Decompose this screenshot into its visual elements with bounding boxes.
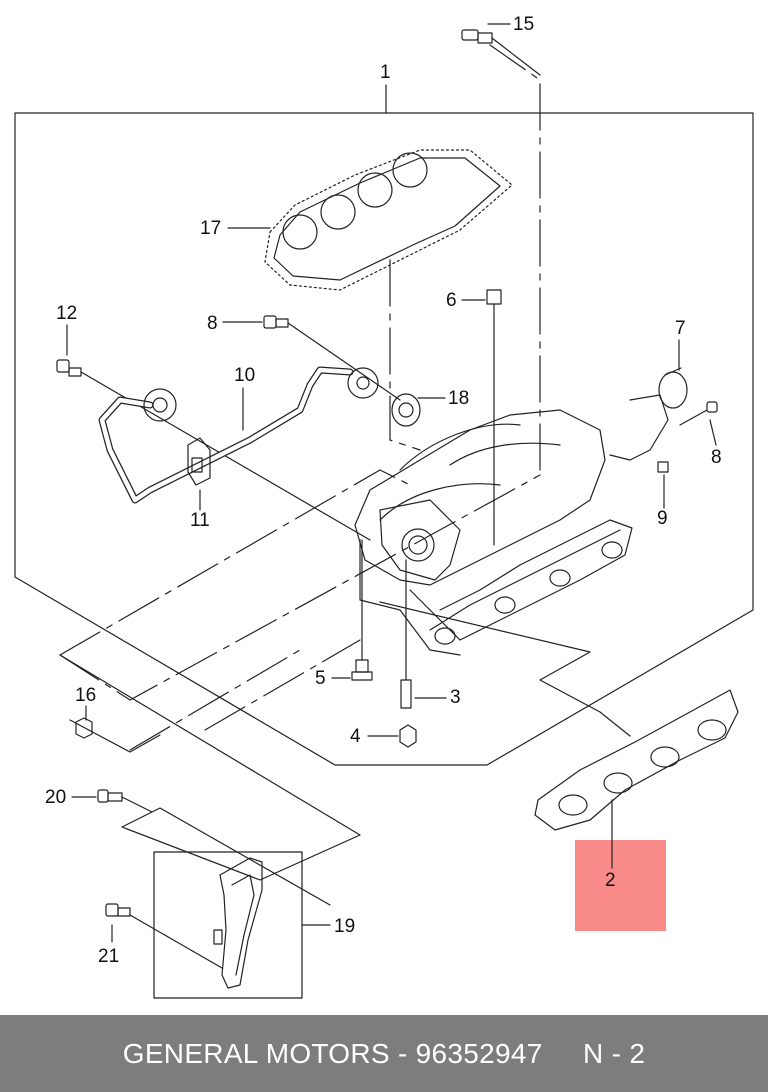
callout-10: 10 <box>234 366 255 385</box>
callout-20: 20 <box>45 788 66 807</box>
bolt-6 <box>487 290 501 545</box>
stud-3 <box>401 560 411 708</box>
bolt-8-right <box>680 402 717 425</box>
callout-2: 2 <box>605 871 616 890</box>
callout-8-right: 8 <box>711 448 722 467</box>
manifold-gasket-2 <box>535 690 738 830</box>
throttle-flange <box>380 500 460 580</box>
bolt-21 <box>106 904 222 968</box>
callout-9: 9 <box>657 509 668 528</box>
callout-3: 3 <box>450 688 461 707</box>
clip-9 <box>658 462 668 472</box>
actuator-7 <box>610 368 687 460</box>
callout-4: 4 <box>350 727 361 746</box>
callout-1: 1 <box>380 63 391 82</box>
callout-17: 17 <box>200 219 221 238</box>
bolt-8-left <box>264 316 400 400</box>
pipe-10 <box>102 368 378 500</box>
part-19-box <box>154 852 302 998</box>
callout-8-left: 8 <box>207 314 218 333</box>
callout-5: 5 <box>315 669 326 688</box>
nut-4 <box>400 725 416 747</box>
head-gasket-17 <box>265 150 512 290</box>
callout-7: 7 <box>675 319 686 338</box>
footer-bar: GENERAL MOTORS - 96352947 N - 2 <box>0 1015 768 1092</box>
bolt-12 <box>57 360 370 540</box>
callout-6: 6 <box>446 291 457 310</box>
callout-11: 11 <box>190 511 210 530</box>
callout-19: 19 <box>334 917 355 936</box>
gasket-18 <box>392 394 420 426</box>
bolt-20 <box>98 790 152 812</box>
footer-caption: GENERAL MOTORS - 96352947 N - 2 <box>0 1015 768 1092</box>
assembly-frame <box>15 113 753 765</box>
callout-18: 18 <box>448 389 469 408</box>
exploded-parts-diagram <box>0 0 768 1015</box>
callout-16: 16 <box>75 686 96 705</box>
bolt-5 <box>352 540 372 680</box>
callout-15: 15 <box>513 15 534 34</box>
callout-21: 21 <box>98 947 119 966</box>
callout-12: 12 <box>56 304 77 323</box>
